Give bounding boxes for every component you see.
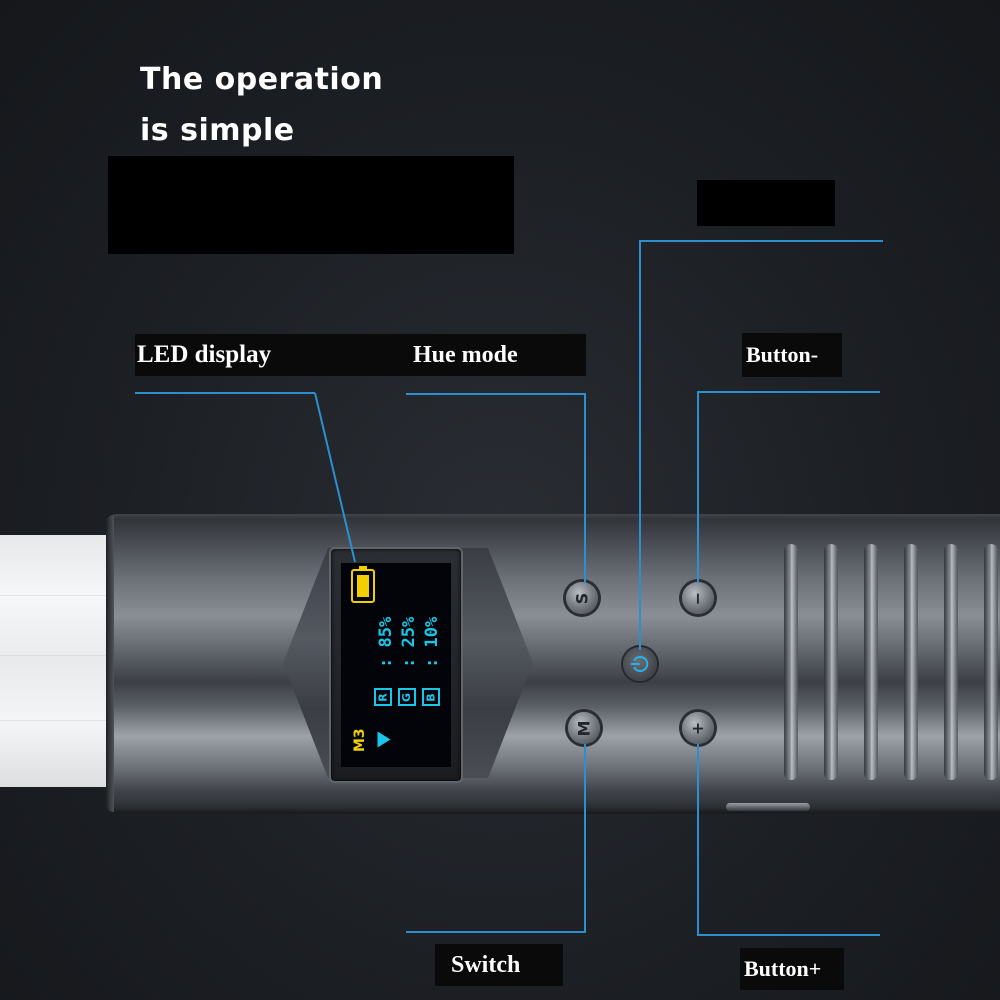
- button-plus-label: +: [688, 721, 708, 735]
- leader-line-button-plus: [697, 934, 880, 936]
- redacted-block-left: [108, 156, 514, 254]
- grip-ridge: [784, 544, 798, 780]
- readout-red: : 85%: [376, 616, 396, 668]
- battery-full-icon: [351, 566, 375, 603]
- channel-label: G: [400, 692, 414, 702]
- channel-box-blue: B: [422, 688, 440, 706]
- readout-blue: : 10%: [422, 616, 442, 668]
- button-minus[interactable]: −: [682, 582, 714, 614]
- headline-line-2: is simple: [140, 113, 295, 148]
- leader-line-button-minus-vertical: [697, 391, 699, 583]
- leader-line-hue-mode-vertical: [584, 393, 586, 583]
- charging-slot: [726, 803, 810, 811]
- handle-body: [106, 514, 1000, 814]
- leader-line-led-display-diagonal: [314, 392, 356, 563]
- grip-ridge: [824, 544, 838, 780]
- leader-line-led-display: [135, 392, 315, 394]
- grip-ridge: [944, 544, 958, 780]
- hue-mode-button-label: S: [572, 592, 592, 604]
- leader-line-switch: [406, 931, 586, 933]
- battery-level-fill: [357, 575, 369, 597]
- label-switch: Switch: [435, 944, 563, 986]
- grip-ridge: [984, 544, 998, 780]
- light-tube: [0, 535, 112, 787]
- hue-mode-button[interactable]: S: [566, 582, 598, 614]
- mode-arrow-icon: [377, 731, 391, 748]
- headline: The operation is simple: [140, 54, 383, 156]
- grip-ridge: [904, 544, 918, 780]
- power-icon: [630, 656, 649, 672]
- switch-button-label: M: [574, 720, 594, 736]
- handle-end-cap: [106, 516, 114, 812]
- led-screen: [341, 563, 451, 767]
- tube-segment-line: [0, 595, 112, 596]
- tube-segment-line: [0, 720, 112, 721]
- tube-segment-line: [0, 655, 112, 656]
- grip-ridge: [864, 544, 878, 780]
- channel-box-red: R: [374, 688, 392, 706]
- button-minus-label: −: [688, 591, 708, 605]
- redacted-block-right: [697, 180, 835, 226]
- leader-line-switch-vertical: [584, 744, 586, 933]
- switch-button[interactable]: M: [568, 712, 600, 744]
- leader-line-power-vertical: [639, 240, 641, 650]
- leader-line-power: [639, 240, 883, 242]
- headline-line-1: The operation: [140, 62, 384, 97]
- label-hue-mode: Hue mode: [406, 334, 586, 376]
- leader-line-hue-mode: [406, 393, 586, 395]
- readout-green: : 25%: [399, 616, 419, 668]
- channel-box-green: G: [398, 688, 416, 706]
- power-button[interactable]: [623, 647, 657, 681]
- mode-indicator: M3: [352, 728, 368, 752]
- channel-label: B: [424, 692, 438, 702]
- leader-line-button-plus-vertical: [697, 744, 699, 936]
- channel-label: R: [376, 692, 390, 702]
- leader-line-button-minus: [697, 391, 880, 393]
- button-plus[interactable]: +: [682, 712, 714, 744]
- label-led-display: LED display: [135, 334, 422, 376]
- label-button-minus: Button-: [742, 333, 842, 377]
- label-button-plus: Button+: [740, 948, 844, 990]
